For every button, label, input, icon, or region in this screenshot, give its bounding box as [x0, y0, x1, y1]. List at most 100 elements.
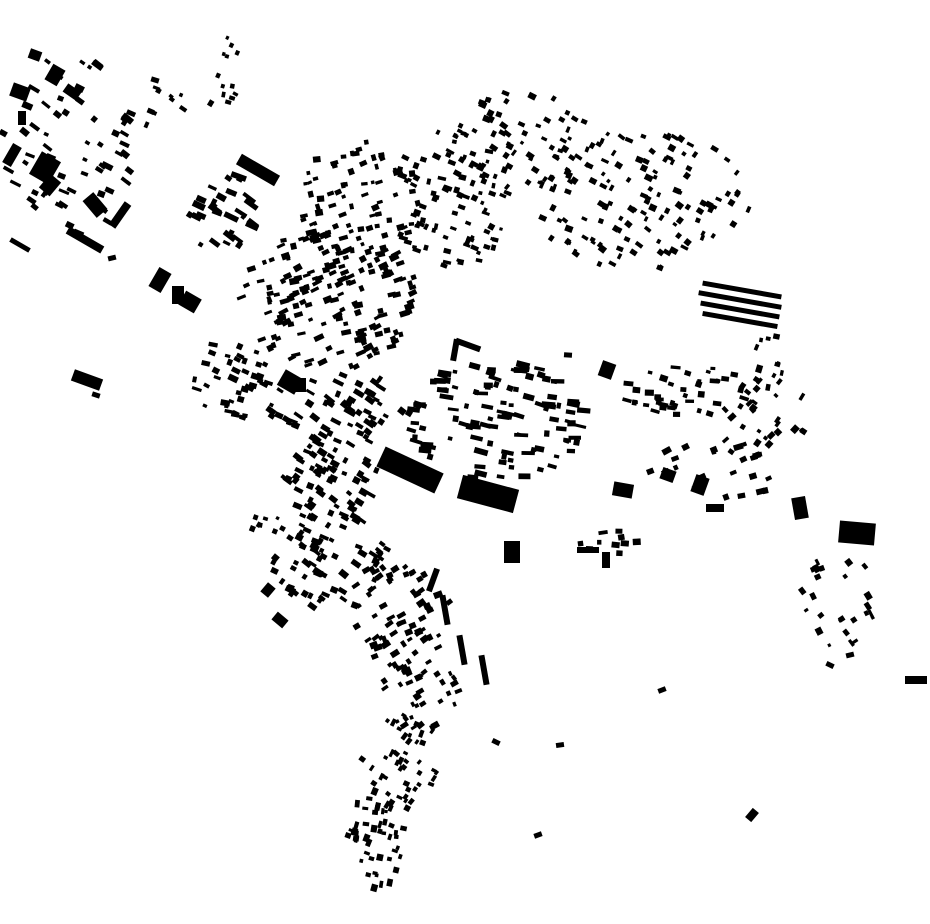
building: [723, 156, 731, 163]
building-large: [791, 495, 809, 521]
building-large: [172, 286, 184, 304]
building: [510, 149, 518, 157]
building: [362, 408, 373, 416]
building: [809, 566, 816, 573]
building-large: [260, 582, 276, 598]
building: [143, 121, 150, 129]
building: [21, 159, 29, 166]
building: [365, 224, 374, 232]
building-large: [70, 369, 104, 391]
building: [302, 526, 312, 534]
building: [580, 118, 588, 125]
building-large: [426, 567, 440, 593]
building: [255, 361, 263, 368]
building: [403, 302, 415, 311]
building: [430, 190, 437, 197]
building: [656, 191, 662, 198]
building: [337, 291, 345, 297]
building: [516, 432, 522, 437]
building: [414, 199, 421, 207]
building: [512, 386, 519, 393]
building: [730, 371, 739, 378]
building: [358, 254, 367, 264]
building: [408, 570, 415, 577]
building: [332, 437, 342, 445]
building: [377, 820, 383, 829]
building: [380, 807, 385, 815]
building: [379, 244, 388, 252]
building: [588, 176, 598, 186]
building: [409, 588, 417, 596]
building: [412, 208, 422, 217]
building: [535, 123, 542, 129]
building: [292, 559, 300, 566]
building: [358, 755, 367, 763]
building: [471, 424, 481, 430]
building: [359, 858, 364, 864]
building: [241, 368, 250, 376]
building: [358, 335, 367, 343]
building: [201, 359, 211, 367]
building: [208, 237, 221, 248]
building: [484, 148, 494, 155]
building: [581, 216, 588, 222]
building: [336, 349, 345, 356]
building: [809, 591, 817, 601]
building: [243, 383, 255, 393]
building: [312, 548, 321, 557]
building: [658, 264, 664, 270]
building-large: [2, 142, 22, 168]
building: [298, 541, 305, 549]
building: [382, 269, 392, 278]
building: [339, 401, 348, 409]
building: [327, 509, 335, 517]
building: [301, 573, 308, 581]
building: [589, 236, 596, 243]
building: [306, 269, 316, 275]
building: [276, 242, 286, 249]
building: [284, 584, 297, 595]
building: [533, 365, 546, 372]
building-large: [454, 337, 482, 353]
building: [482, 243, 491, 251]
building: [316, 537, 324, 545]
building: [595, 141, 603, 148]
building: [397, 853, 403, 860]
building: [392, 169, 400, 177]
building: [567, 420, 576, 427]
building: [321, 266, 330, 274]
building: [365, 591, 373, 598]
building: [45, 152, 57, 162]
building: [411, 649, 419, 657]
building: [236, 395, 245, 404]
building: [533, 831, 543, 839]
building: [502, 151, 510, 160]
building: [195, 194, 207, 205]
building: [326, 283, 333, 290]
building-large: [439, 594, 451, 626]
building: [490, 236, 498, 242]
building: [331, 552, 339, 560]
building: [313, 231, 321, 239]
building: [564, 239, 572, 246]
building: [246, 217, 260, 230]
building: [380, 677, 388, 685]
building: [334, 279, 344, 289]
building: [812, 563, 822, 574]
building: [752, 438, 762, 448]
building: [236, 294, 247, 301]
building: [376, 401, 383, 407]
building: [478, 100, 488, 109]
building: [230, 171, 247, 182]
building: [430, 378, 437, 385]
building: [222, 239, 231, 247]
building: [317, 244, 325, 252]
building: [410, 724, 417, 731]
building: [387, 579, 393, 585]
building: [290, 351, 301, 358]
building: [639, 192, 649, 200]
building: [479, 421, 492, 429]
building: [552, 183, 558, 191]
building: [418, 700, 427, 708]
building: [672, 221, 678, 227]
